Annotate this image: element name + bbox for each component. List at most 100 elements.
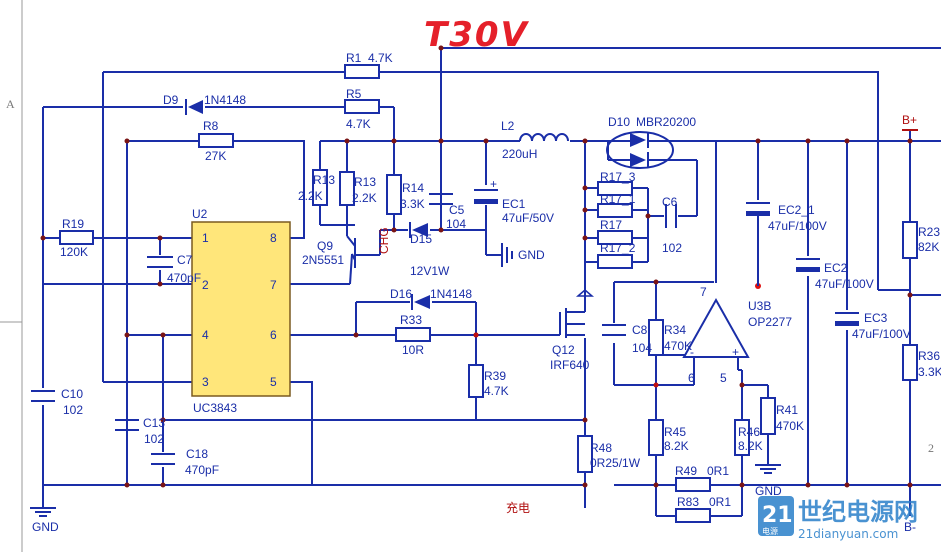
- capacitor-ec2[interactable]: [796, 258, 820, 272]
- d16-value: 1N4148: [430, 287, 472, 301]
- watermark-badge: 电源: [762, 526, 778, 536]
- r33-value: 10R: [402, 343, 424, 357]
- resistor-r17-3[interactable]: [597, 181, 633, 196]
- r45-label: R45: [664, 425, 686, 439]
- ec2-1-label: EC2_1: [778, 203, 815, 217]
- d9-value: 1N4148: [204, 93, 246, 107]
- resistor-r17-1[interactable]: [597, 203, 633, 218]
- r14-label: R14: [402, 181, 424, 195]
- resistor-r17[interactable]: [597, 230, 633, 245]
- r19-label: R19: [62, 217, 84, 231]
- resistor-r1[interactable]: [344, 64, 380, 79]
- resistor-r8[interactable]: [198, 133, 234, 148]
- u2-part: UC3843: [193, 401, 237, 415]
- r17-3-label: R17_3: [600, 170, 636, 184]
- c8-value: 104: [632, 341, 652, 355]
- ic-u2-uc3843[interactable]: [191, 221, 291, 397]
- u2-pin6: 6: [270, 328, 277, 342]
- q9-value: 2N5551: [302, 253, 344, 267]
- r33-label: R33: [400, 313, 422, 327]
- resistor-r13-a[interactable]: [312, 169, 328, 206]
- capacitor-c8[interactable]: [602, 324, 626, 336]
- r13a-value: 2.2K: [298, 189, 323, 203]
- ec1-value: 47uF/50V: [502, 211, 554, 225]
- resistor-r33[interactable]: [395, 327, 431, 342]
- capacitor-ec2-1[interactable]: [746, 202, 770, 286]
- r23-value: 82K: [918, 240, 939, 254]
- ec3-label: EC3: [864, 311, 888, 325]
- d9-label: D9: [163, 93, 179, 107]
- capacitor-c6[interactable]: [665, 204, 677, 228]
- capacitor-c13[interactable]: [115, 419, 139, 431]
- ground-symbol-left: [30, 507, 56, 517]
- opamp-minus: -: [690, 345, 694, 359]
- r48-value: 0R25/1W: [590, 456, 641, 470]
- opamp-u3b[interactable]: [682, 297, 750, 371]
- capacitor-c10[interactable]: [31, 390, 55, 402]
- resistor-r13-b[interactable]: [339, 171, 355, 206]
- capacitor-ec3[interactable]: [835, 312, 859, 326]
- bminus-label: B-: [904, 520, 916, 534]
- transistor-q9[interactable]: [346, 235, 370, 268]
- resistor-r45[interactable]: [648, 419, 664, 456]
- u2-pin4: 4: [202, 328, 209, 342]
- capacitor-c7[interactable]: [147, 256, 173, 268]
- resistor-r14[interactable]: [386, 174, 402, 215]
- diode-d16[interactable]: [411, 294, 430, 310]
- r49-value: 0R1: [707, 464, 729, 478]
- opamp-plus: +: [732, 345, 739, 359]
- r1-value: 4.7K: [368, 51, 393, 65]
- c5-value: 104: [446, 217, 466, 231]
- r13b-label: R13: [354, 175, 376, 189]
- ec3-value: 47uF/100V: [852, 327, 911, 341]
- d10-value: MBR20200: [636, 115, 696, 129]
- r1-label: R1: [346, 51, 362, 65]
- r46-label: R46: [738, 425, 760, 439]
- r49-label: R49: [675, 464, 697, 478]
- capacitor-ec1[interactable]: +: [474, 177, 498, 204]
- gnd-ec1-label: GND: [518, 248, 545, 262]
- r34-value: 470K: [664, 339, 692, 353]
- ec2-label: EC2: [824, 261, 848, 275]
- r46-value: 8.2K: [738, 439, 763, 453]
- svg-text:+: +: [490, 177, 497, 191]
- annotation-t30v: T30V: [424, 15, 530, 55]
- c10-value: 102: [63, 403, 83, 417]
- q9-label: Q9: [317, 239, 333, 253]
- c6-label: C6: [662, 195, 678, 209]
- diode-d9[interactable]: [185, 99, 203, 115]
- resistor-r23[interactable]: [902, 221, 918, 259]
- resistor-r36[interactable]: [902, 344, 918, 381]
- r8-value: 27K: [205, 149, 226, 163]
- bplus-label: B+: [902, 113, 917, 127]
- c13-value: 102: [144, 432, 164, 446]
- chg-label: CHG: [377, 227, 391, 254]
- capacitor-c5[interactable]: [429, 193, 453, 205]
- resistor-r41[interactable]: [760, 397, 776, 435]
- d15-label: D15: [410, 232, 432, 246]
- d15-value: 12V1W: [410, 264, 450, 278]
- resistor-r48[interactable]: [577, 435, 593, 473]
- c10-label: C10: [61, 387, 83, 401]
- mosfet-q12[interactable]: [546, 289, 595, 338]
- r83-label: R83: [677, 495, 699, 509]
- u3b-value: OP2277: [748, 315, 792, 329]
- diode-d10[interactable]: [606, 131, 674, 169]
- resistor-r83[interactable]: [675, 508, 711, 523]
- zener-d15[interactable]: [409, 222, 428, 238]
- resistor-r17-2[interactable]: [597, 254, 633, 269]
- r8-label: R8: [203, 119, 219, 133]
- ec2-1-value: 47uF/100V: [768, 219, 827, 233]
- inductor-l2[interactable]: [519, 133, 569, 142]
- resistor-r46[interactable]: [734, 419, 750, 456]
- r19-value: 120K: [60, 245, 88, 259]
- r13a-label: R13: [313, 173, 335, 187]
- resistor-r34[interactable]: [648, 319, 664, 356]
- ground-symbol-ec1: [501, 243, 513, 267]
- resistor-r5[interactable]: [344, 99, 380, 114]
- resistor-r39[interactable]: [468, 364, 484, 398]
- capacitor-c18[interactable]: [151, 453, 175, 465]
- resistor-r19[interactable]: [59, 230, 94, 245]
- resistor-r49[interactable]: [675, 477, 711, 492]
- junctions: [40, 45, 913, 488]
